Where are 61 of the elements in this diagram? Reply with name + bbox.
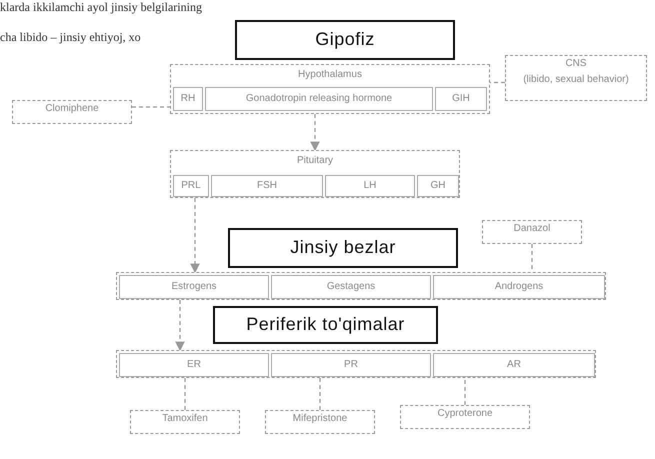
- label-box: [130, 410, 240, 434]
- node-label: Cyproterone: [436, 407, 494, 421]
- node-label: LH: [362, 179, 378, 193]
- label-box: [12, 100, 132, 124]
- node-label: Gipofiz: [314, 28, 376, 52]
- node-label: Gestagens: [326, 280, 376, 294]
- connector: [464, 378, 466, 405]
- label-box: [119, 353, 269, 377]
- label-box: [271, 353, 431, 377]
- node-label: Clomiphene: [44, 102, 100, 116]
- label-box: [211, 175, 323, 197]
- group-box: [116, 350, 596, 378]
- label-box: [170, 150, 460, 198]
- label-box: [433, 275, 605, 299]
- title-box: [228, 228, 458, 268]
- node-label: Pituitary: [296, 154, 334, 168]
- node-label: PR: [343, 358, 359, 372]
- node-label: RH: [180, 92, 196, 106]
- label-box: [205, 87, 433, 111]
- connector: [175, 300, 185, 352]
- node-label: Mifepristone: [292, 412, 348, 426]
- node-label: CNS: [564, 57, 588, 71]
- node-label: Periferik to'qimalar: [245, 313, 406, 336]
- label-box: [271, 275, 431, 299]
- group-box: [116, 272, 606, 300]
- node-label: AR: [506, 358, 522, 372]
- label-box: [433, 353, 595, 377]
- node-sublabel: (libido, sexual behavior): [522, 73, 630, 87]
- node-label: FSH: [256, 179, 278, 193]
- text-fragment: cha libido – jinsiy ehtiyoj, xo: [0, 30, 141, 45]
- label-box: [265, 410, 375, 434]
- label-box: [173, 87, 203, 111]
- label-box: [325, 175, 415, 197]
- label-box: [400, 405, 530, 429]
- node-label: Danazol: [512, 222, 552, 236]
- label-box: [173, 175, 209, 197]
- node-label: GIH: [451, 92, 471, 106]
- node-label: Androgens: [494, 280, 544, 294]
- connector: [319, 378, 321, 410]
- node-label: Tamoxifen: [161, 412, 209, 426]
- node-label: Estrogens: [170, 280, 218, 294]
- label-box: [505, 55, 647, 101]
- node-label: Gonadotropin releasing hormone: [244, 92, 394, 106]
- connector: [190, 198, 200, 274]
- label-box: [435, 87, 487, 111]
- node-label: ER: [186, 358, 202, 372]
- label-box: [170, 64, 490, 114]
- node-label: Jinsiy bezlar: [289, 236, 397, 260]
- label-box: [417, 175, 459, 197]
- label-box: [482, 220, 582, 244]
- connector: [184, 378, 186, 410]
- connector: [531, 244, 533, 272]
- title-box: [213, 306, 438, 344]
- connector: [132, 106, 170, 108]
- title-box: [235, 20, 455, 60]
- text-fragment: klarda ikkilamchi ayol jinsiy belgilarining: [0, 0, 202, 15]
- node-label: PRL: [180, 179, 202, 193]
- node-label: Hypothalamus: [297, 68, 363, 82]
- label-box: [119, 275, 269, 299]
- connector: [310, 114, 320, 152]
- node-label: GH: [430, 179, 446, 193]
